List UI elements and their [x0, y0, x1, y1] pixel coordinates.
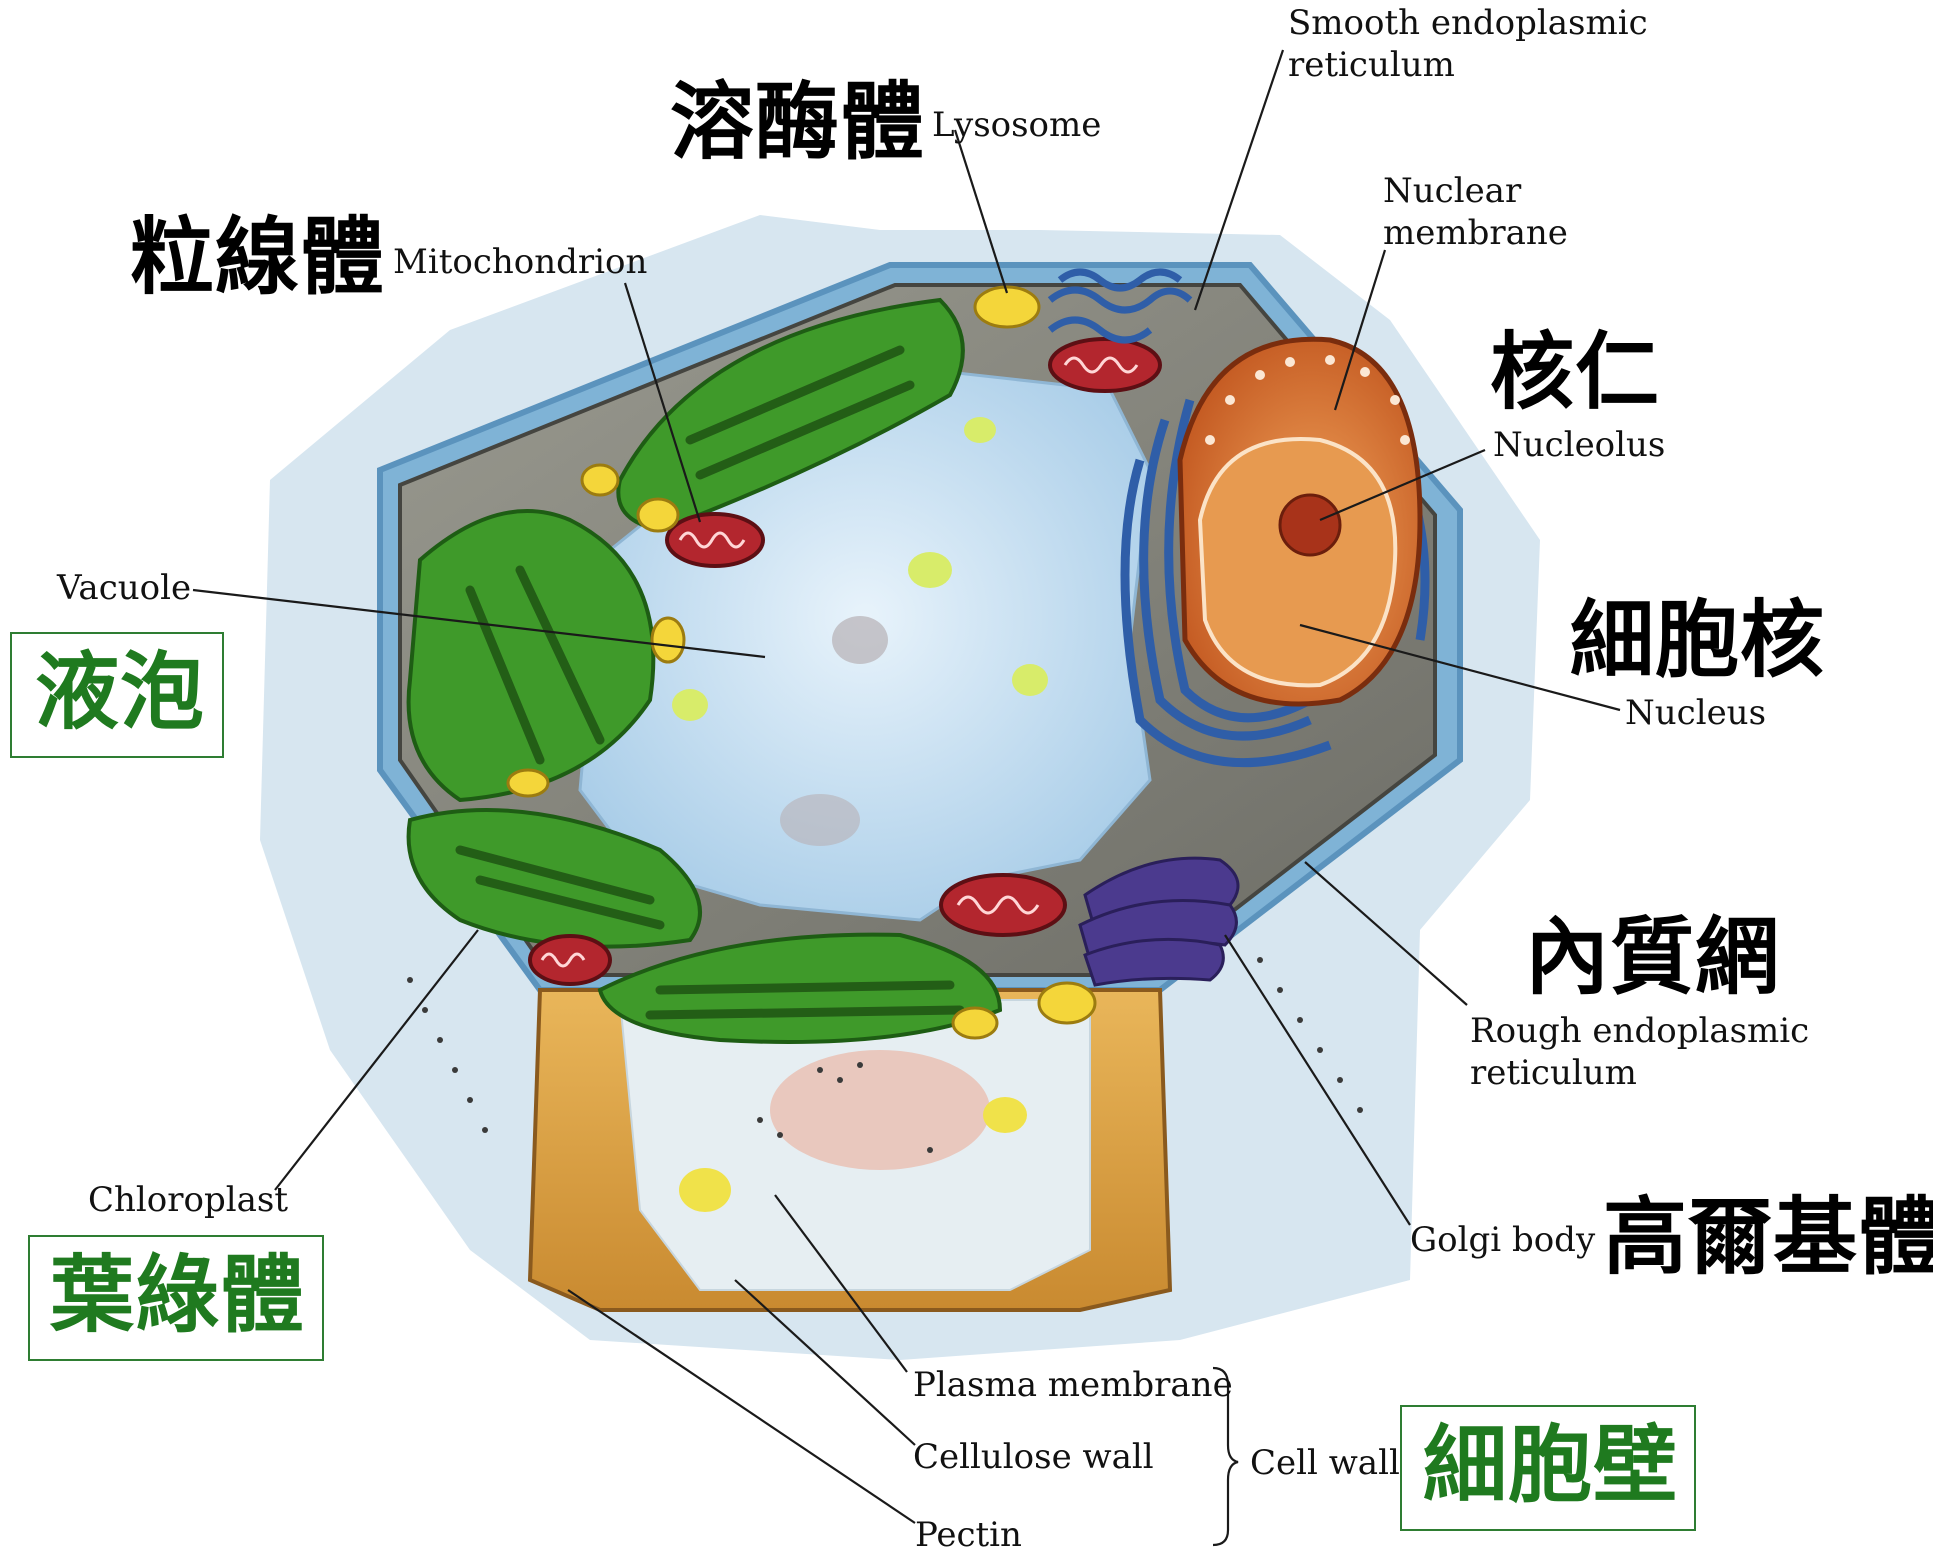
label-rough-er: Rough endoplasmic reticulum — [1470, 1011, 1810, 1093]
label-pectin: Pectin — [915, 1515, 1022, 1555]
cjk-rough-er: 內質網 — [1525, 908, 1781, 1006]
lysosome-body — [973, 285, 1041, 329]
label-smooth-er: Smooth endoplasmic reticulum — [1288, 3, 1648, 85]
cjk-nucleus: 細胞核 — [1570, 591, 1826, 689]
cjk-golgi: 高爾基體 — [1603, 1188, 1933, 1286]
mitochondria — [528, 337, 1162, 986]
cjk-lysosome: 溶酶體 — [670, 73, 926, 171]
cjk-chloroplast: 葉綠體 — [50, 1246, 306, 1344]
cjk-vacuole: 液泡 — [35, 643, 206, 741]
cjk-cell-wall: 細胞壁 — [1423, 1416, 1679, 1514]
label-plasma-membrane: Plasma membrane — [913, 1365, 1233, 1405]
cjk-nucleolus: 核仁 — [1490, 323, 1661, 421]
mitochondrion-3 — [939, 873, 1067, 937]
highlight-box-vacuole — [10, 632, 224, 758]
lysosomes — [506, 285, 1097, 1040]
label-cellulose-wall: Cellulose wall — [913, 1437, 1154, 1477]
highlight-box-chloroplast — [28, 1235, 324, 1361]
mitochondrion-1 — [665, 512, 765, 568]
smooth-er — [1047, 268, 1193, 344]
label-nuclear-membrane: Nuclear membrane — [1383, 171, 1568, 253]
label-lysosome: Lysosome — [932, 105, 1102, 145]
chloroplast-group — [406, 297, 1003, 1044]
nucleolus — [1278, 493, 1342, 557]
label-chloroplast: Chloroplast — [88, 1180, 288, 1220]
nuclear-interior — [1197, 437, 1398, 688]
label-nucleus: Nucleus — [1625, 693, 1767, 733]
label-nucleolus: Nucleolus — [1493, 425, 1666, 465]
golgi-body — [1078, 856, 1240, 987]
highlight-box-cell-wall — [1400, 1405, 1696, 1531]
label-golgi-body: Golgi body — [1410, 1220, 1596, 1260]
cjk-mitochondrion: 粒線體 — [130, 208, 386, 306]
label-vacuole: Vacuole — [57, 568, 192, 608]
label-mitochondrion: Mitochondrion — [393, 242, 648, 282]
label-cell-wall: Cell wall — [1250, 1443, 1400, 1483]
wall-stipple — [407, 957, 1363, 1153]
mitochondrion-2 — [1048, 337, 1162, 393]
nuclear-pores — [1205, 355, 1410, 445]
leader-lines — [192, 49, 1621, 1547]
